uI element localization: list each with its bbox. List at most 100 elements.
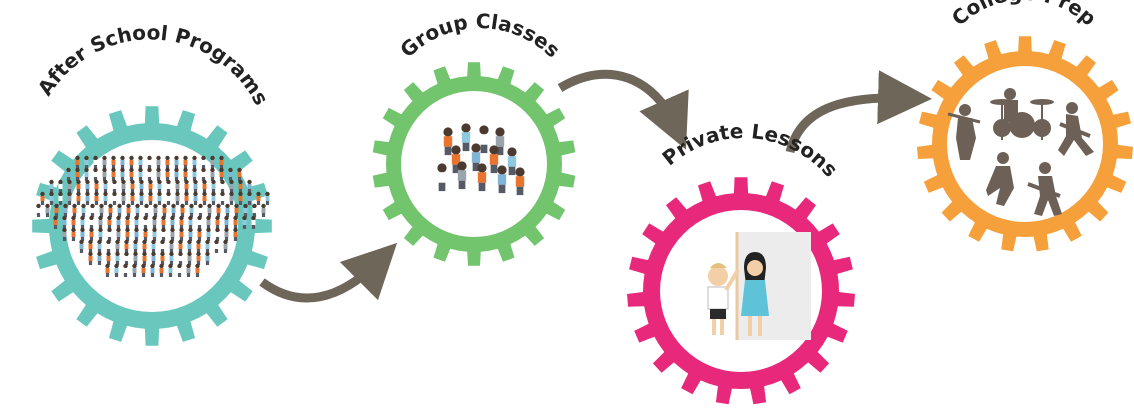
- person-figure: [175, 179, 180, 193]
- person-figure: [103, 179, 108, 193]
- person-figure: [166, 179, 171, 193]
- person-figure: [84, 155, 89, 169]
- person-figure: [206, 215, 211, 229]
- person-figure: [97, 239, 102, 253]
- person-figure: [219, 155, 224, 169]
- person-figure: [197, 227, 202, 241]
- stage-label-college-prep: College Prep: [947, 0, 1101, 30]
- person-figure: [124, 251, 129, 265]
- person-figure: [451, 145, 461, 174]
- person-figure: [129, 155, 134, 169]
- person-figure: [201, 167, 206, 181]
- person-figure: [93, 155, 98, 169]
- person-figure: [85, 191, 90, 205]
- person-figure: [49, 179, 54, 193]
- person-figure: [89, 215, 94, 229]
- person-figure: [138, 155, 143, 169]
- person-figure: [150, 263, 155, 277]
- person-figure: [63, 203, 68, 217]
- person-figure: [170, 215, 175, 229]
- person-figure: [207, 203, 212, 217]
- person-figure: [179, 215, 184, 229]
- person-figure: [120, 167, 125, 181]
- person-figure: [97, 251, 102, 265]
- person-figure: [120, 155, 125, 169]
- person-figure: [243, 203, 248, 217]
- person-figure: [81, 203, 86, 217]
- person-figure: [220, 179, 225, 193]
- person-figure: [148, 191, 153, 205]
- person-figure: [160, 251, 165, 265]
- person-figure: [40, 191, 45, 205]
- person-figure: [495, 127, 505, 156]
- gear-center: [947, 66, 1103, 222]
- person-figure: [142, 251, 147, 265]
- person-figure: [151, 251, 156, 265]
- person-figure: [134, 227, 139, 241]
- person-figure: [180, 203, 185, 217]
- person-figure: [144, 203, 149, 217]
- stage-label-after-school: After School Programs: [33, 20, 274, 109]
- person-figure: [84, 167, 89, 181]
- person-figure: [479, 125, 489, 154]
- person-figure: [139, 179, 144, 193]
- person-figure: [160, 239, 165, 253]
- person-figure: [121, 191, 126, 205]
- person-figure: [242, 215, 247, 229]
- person-figure: [211, 179, 216, 193]
- person-figure: [251, 215, 256, 229]
- person-figure: [67, 191, 72, 205]
- person-figure: [58, 191, 63, 205]
- person-figure: [196, 251, 201, 265]
- person-figure: [147, 167, 152, 181]
- person-figure: [80, 227, 85, 241]
- person-figure: [187, 239, 192, 253]
- person-figure: [179, 227, 184, 241]
- person-figure: [80, 215, 85, 229]
- person-figure: [183, 155, 188, 169]
- person-figure: [111, 155, 116, 169]
- person-figure: [177, 263, 182, 277]
- person-figure: [107, 227, 112, 241]
- small-group-icon: [437, 123, 525, 196]
- arrow-1: [259, 242, 398, 303]
- person-figure: [76, 179, 81, 193]
- stage-label-group-classes: Group Classes: [395, 9, 565, 62]
- person-figure: [67, 179, 72, 193]
- large-crowd-icon: [36, 155, 270, 277]
- person-figure: [130, 179, 135, 193]
- person-figure: [170, 227, 175, 241]
- person-figure: [88, 251, 93, 265]
- person-figure: [210, 167, 215, 181]
- person-figure: [168, 263, 173, 277]
- person-figure: [165, 155, 170, 169]
- person-figure: [115, 251, 120, 265]
- person-figure: [66, 167, 71, 181]
- person-figure: [72, 203, 77, 217]
- person-figure: [196, 239, 201, 253]
- person-figure: [116, 227, 121, 241]
- person-figure: [192, 155, 197, 169]
- person-figure: [169, 239, 174, 253]
- person-figure: [193, 179, 198, 193]
- person-figure: [238, 179, 243, 193]
- person-figure: [159, 263, 164, 277]
- person-figure: [507, 147, 517, 176]
- person-figure: [94, 179, 99, 193]
- person-figure: [174, 155, 179, 169]
- person-figure: [202, 191, 207, 205]
- person-figure: [152, 227, 157, 241]
- person-figure: [238, 191, 243, 205]
- person-figure: [443, 127, 453, 156]
- person-figure: [157, 191, 162, 205]
- person-figure: [134, 215, 139, 229]
- person-figure: [265, 191, 270, 205]
- person-figure: [58, 179, 63, 193]
- person-figure: [178, 251, 183, 265]
- person-figure: [229, 191, 234, 205]
- person-figure: [210, 155, 215, 169]
- person-figure: [183, 167, 188, 181]
- person-figure: [152, 215, 157, 229]
- person-figure: [71, 227, 76, 241]
- person-figure: [36, 203, 41, 217]
